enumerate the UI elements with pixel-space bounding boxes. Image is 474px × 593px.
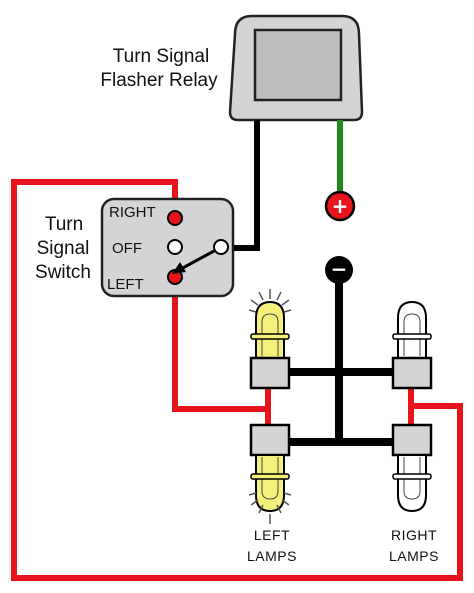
right-lamp-bottom bbox=[391, 423, 433, 513]
switch-label-line1: Turn bbox=[45, 214, 83, 235]
left-lamps-label-line2: LAMPS bbox=[247, 548, 297, 564]
switch-label-line2: Signal bbox=[37, 238, 90, 259]
right-lamps-label-line2: LAMPS bbox=[389, 548, 439, 564]
switch-contact-off bbox=[167, 239, 183, 255]
left-lamp-top bbox=[248, 289, 292, 390]
red-wire-left bbox=[172, 276, 271, 425]
black-wire-relay-switch bbox=[232, 120, 260, 251]
switch-pos-right: RIGHT bbox=[109, 204, 156, 221]
ground-terminal: − bbox=[325, 256, 353, 284]
ground-bus bbox=[287, 282, 398, 446]
switch-contact-common bbox=[213, 239, 229, 255]
red-wire-right bbox=[11, 179, 463, 581]
lamp-rays-icon bbox=[248, 492, 292, 524]
switch-contact-right bbox=[167, 210, 183, 226]
switch-pos-off: OFF bbox=[112, 240, 142, 257]
left-lamp-bottom bbox=[248, 423, 292, 524]
switch-pos-left: LEFT bbox=[107, 276, 144, 293]
right-lamp-top bbox=[391, 300, 433, 390]
positive-terminal: + bbox=[324, 190, 356, 222]
right-lamps-label-line1: RIGHT bbox=[391, 527, 437, 543]
positive-symbol: + bbox=[332, 194, 349, 218]
switch-label-line3: Switch bbox=[35, 262, 91, 283]
relay-label-line2: Flasher Relay bbox=[100, 70, 218, 91]
switch-lever bbox=[172, 249, 215, 274]
left-lamps-label-line1: LEFT bbox=[254, 527, 290, 543]
flasher-relay bbox=[228, 14, 364, 122]
ground-symbol: − bbox=[331, 257, 348, 281]
lamp-rays-icon bbox=[248, 289, 292, 313]
relay-label-line1: Turn Signal bbox=[113, 46, 209, 67]
